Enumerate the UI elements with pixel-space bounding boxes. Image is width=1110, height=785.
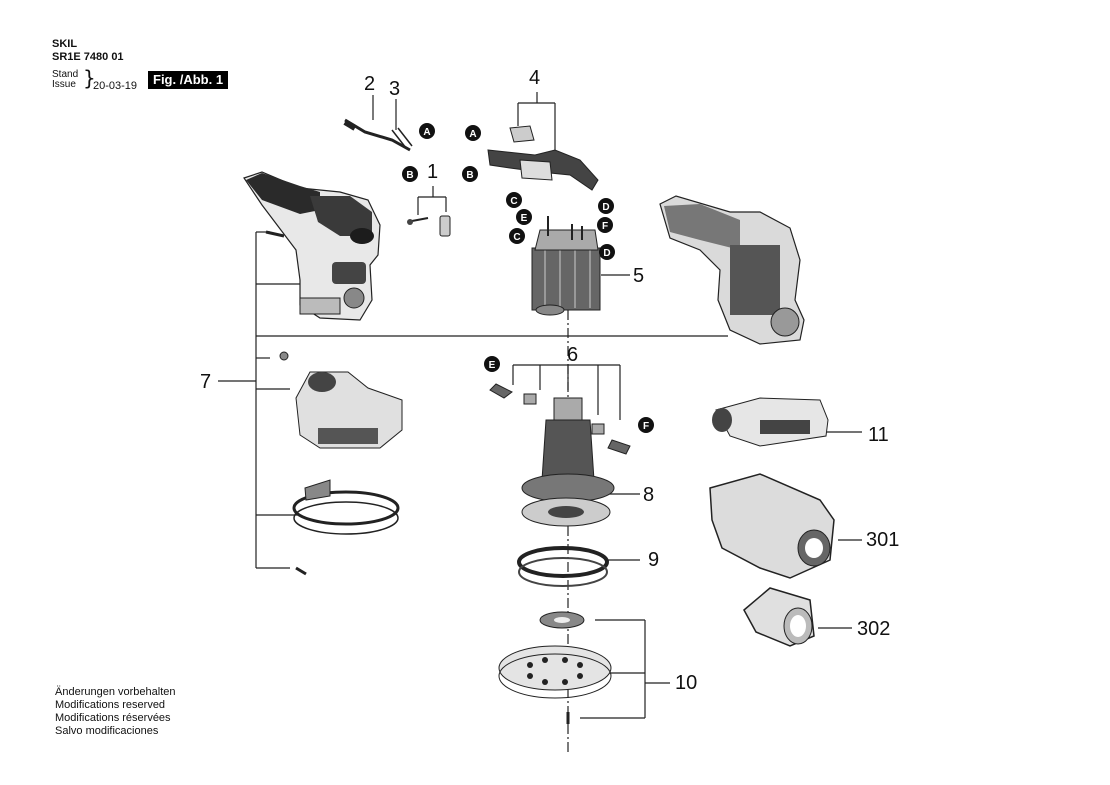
connector-a-badge-1 [419, 123, 435, 139]
connector-b-label-2: B [466, 170, 473, 181]
note-english: Modifications reserved [55, 699, 166, 711]
connector-c-badge-1 [506, 192, 522, 208]
part-number-8: 8 [643, 484, 655, 506]
note-german: Änderungen vorbehalten [55, 686, 176, 698]
connector-f-badge-2 [638, 417, 654, 433]
part-number-11: 11 [868, 424, 889, 446]
connector-d-badge-1 [598, 198, 614, 214]
connector-a-label-2: A [469, 129, 476, 140]
connector-e-badge-2 [484, 356, 500, 372]
connector-b-badge-2 [462, 166, 478, 182]
part-number-10: 10 [675, 672, 698, 694]
stator-part-5 [531, 216, 601, 316]
connector-a-label-1: A [423, 127, 430, 138]
adapter-part-302 [743, 587, 815, 647]
part-number-6: 6 [567, 344, 579, 366]
issue-date: 20-03-19 [93, 80, 138, 92]
brace-glyph: } [83, 66, 96, 90]
header-brand-block: SKIL SR1E 7480 01 [52, 38, 124, 64]
connector-a-badge-2 [465, 125, 481, 141]
model-number: SR1E 7480 01 [52, 51, 124, 63]
sanding-pad-part-10 [498, 611, 612, 724]
part-number-301: 301 [866, 529, 900, 551]
dust-box-part-301 [709, 473, 835, 579]
note-french: Modifications réservées [55, 712, 171, 724]
part-number-5: 5 [633, 265, 645, 287]
part-number-7: 7 [200, 371, 212, 393]
issue-label: Issue [52, 79, 76, 90]
connector-f-label-1: F [602, 221, 608, 232]
connector-e-badge-1 [516, 209, 532, 225]
connector-d-badge-2 [599, 244, 615, 260]
dust-cover-frame-part-11 [712, 397, 829, 447]
stand-label: Stand [52, 69, 79, 80]
cable-parts-2-3 [343, 118, 413, 152]
modification-notes: Änderungen vorbehalten Modifications res… [55, 686, 175, 738]
tool-housing-right [659, 195, 805, 345]
connector-callouts: A B A B C D E F C D E F [402, 123, 654, 433]
connector-b-badge-1 [402, 166, 418, 182]
armature-part-8 [521, 397, 615, 527]
carbon-brushes-part-6 [489, 383, 631, 455]
brand-name: SKIL [52, 38, 78, 50]
connector-f-label-2: F [643, 421, 649, 432]
lower-housing-part-7 [265, 230, 403, 576]
connector-f-badge-1 [597, 217, 613, 233]
connector-c-label-1: C [510, 196, 517, 207]
connector-d-label-1: D [602, 202, 609, 213]
connector-e-label-2: E [489, 360, 496, 371]
connector-e-label-1: E [521, 213, 528, 224]
connector-d-label-2: D [603, 248, 610, 259]
figure-label: Fig. /Abb. 1 [148, 71, 229, 89]
part-number-3: 3 [389, 78, 401, 100]
connector-c-label-2: C [513, 232, 520, 243]
note-spanish: Salvo modificaciones [55, 725, 159, 737]
connector-c-badge-2 [509, 228, 525, 244]
part-number-2: 2 [364, 73, 376, 95]
ring-part-9 [517, 546, 609, 587]
part-number-302: 302 [857, 618, 891, 640]
stand-issue-labels: Stand Issue [52, 70, 78, 90]
connector-b-label-1: B [406, 170, 413, 181]
part-number-4: 4 [529, 67, 541, 89]
part-number-1: 1 [427, 161, 439, 183]
switch-assembly-part-4 [487, 125, 599, 191]
part-number-9: 9 [648, 549, 660, 571]
tool-housing-left [243, 171, 381, 321]
switch-part-1 [407, 215, 451, 237]
